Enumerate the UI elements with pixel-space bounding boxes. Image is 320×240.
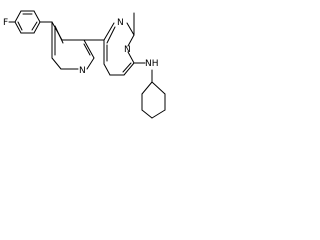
pyridine-ring <box>51 21 95 70</box>
fluorine-label: F <box>3 18 8 28</box>
pyrimidine-ring <box>103 22 135 76</box>
cyclohexyl-ring <box>141 81 166 119</box>
pyrimidine-nitrogen-bottom-label: N <box>124 45 131 55</box>
molecule-structure: F N N N NH <box>3 10 166 119</box>
pyridine-nitrogen-label: N <box>79 66 86 76</box>
pyrimidine-nitrogen-top-label: N <box>117 18 124 28</box>
amine-nh-label: NH <box>145 59 159 69</box>
fluorophenyl-ring <box>14 10 41 34</box>
